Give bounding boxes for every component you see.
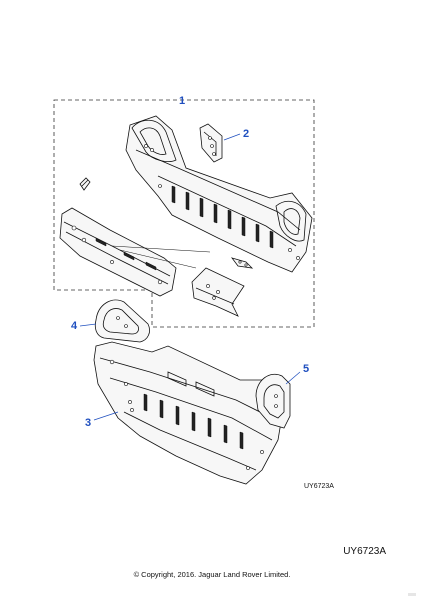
small-bracket <box>230 257 254 269</box>
guide-line <box>111 245 211 253</box>
leader-4 <box>79 323 97 327</box>
callout-3: 3 <box>85 417 91 429</box>
reinforcement-bracket <box>199 123 223 163</box>
mounting-plate <box>191 267 245 317</box>
callout-2: 2 <box>243 128 249 140</box>
small-clip <box>79 177 91 191</box>
edge-mark <box>408 593 416 596</box>
callout-1: 1 <box>179 95 185 107</box>
art-reference: UY6723A <box>343 546 386 557</box>
rear-panel-main <box>93 341 285 485</box>
leader-2 <box>223 133 241 141</box>
assembly-boundary <box>53 99 315 328</box>
rear-panel-upper <box>125 115 313 273</box>
art-reference-small: UY6723A <box>304 483 334 490</box>
leader-3 <box>93 411 119 421</box>
cross-member <box>59 207 177 297</box>
triangular-bracket <box>94 299 150 343</box>
guide-line <box>119 249 197 269</box>
callout-4: 4 <box>71 320 78 332</box>
copyright-notice: © Copyright, 2016. Jaguar Land Rover Lim… <box>133 570 291 579</box>
callout-5: 5 <box>303 363 309 375</box>
side-bracket <box>255 373 291 429</box>
leader-5 <box>285 371 301 385</box>
